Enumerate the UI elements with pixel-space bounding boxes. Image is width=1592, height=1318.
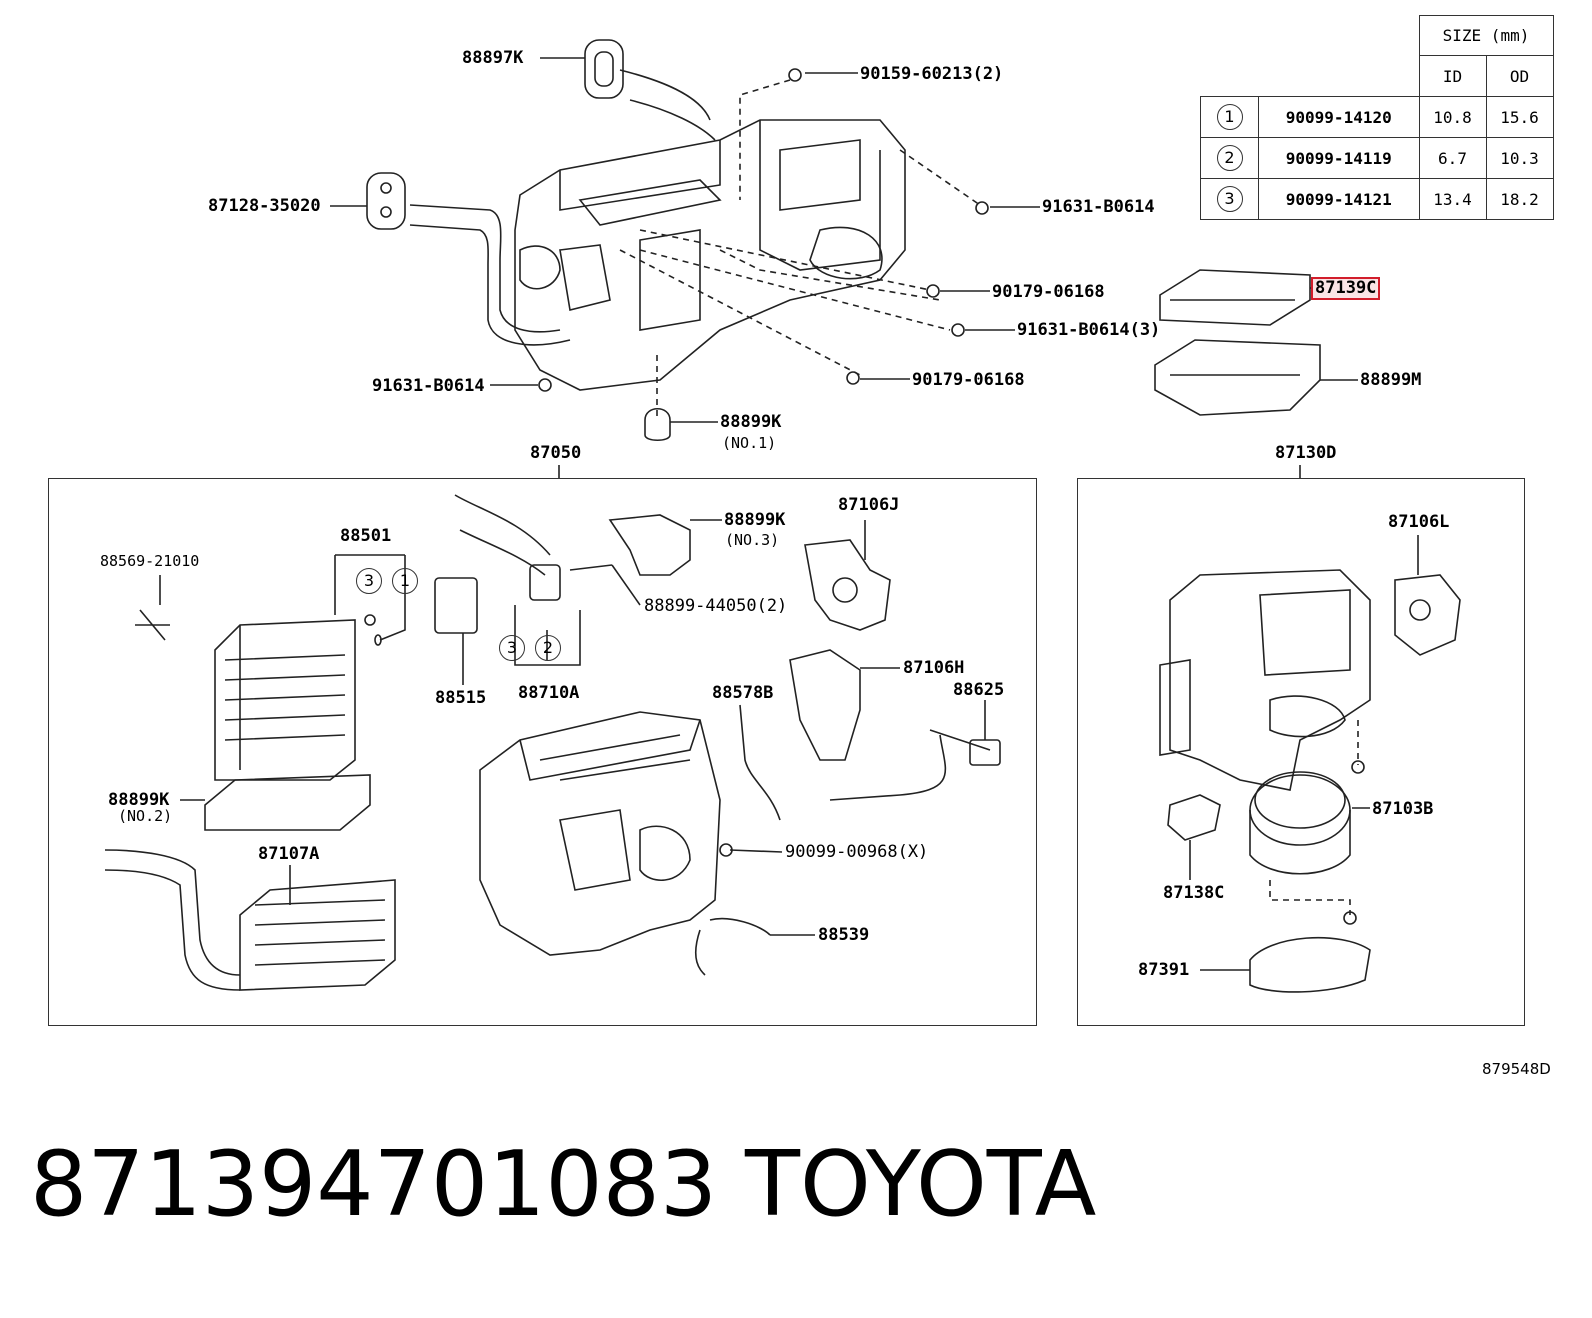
part-label-88578B[interactable]: 88578B xyxy=(712,683,774,703)
part-label-87139C-highlighted[interactable]: 87139C xyxy=(1310,277,1381,300)
part-label-87128-35020[interactable]: 87128-35020 xyxy=(208,196,321,216)
part-label-87106L[interactable]: 87106L xyxy=(1388,512,1450,532)
size-row-id: 6.7 xyxy=(1418,137,1487,179)
group-title-87130D[interactable]: 87130D xyxy=(1275,443,1337,463)
top-hvac-assembly xyxy=(409,69,981,420)
part-label-88899M[interactable]: 88899M xyxy=(1360,370,1422,390)
bracket-87106H-shape xyxy=(789,649,900,761)
part-label-88501[interactable]: 88501 xyxy=(340,526,392,546)
mark-circle-2b: 2 xyxy=(535,635,561,661)
part-label-91631-B0614-a[interactable]: 91631-B0614 xyxy=(1042,197,1155,217)
clip-88899K-no3-shape xyxy=(608,514,691,576)
size-col-id: ID xyxy=(1418,55,1487,97)
filter-87139C-shape xyxy=(1159,269,1311,326)
size-table-header: SIZE (mm) xyxy=(1418,15,1554,56)
actuator-87106J-shape xyxy=(804,520,891,631)
part-label-88625[interactable]: 88625 xyxy=(953,680,1005,700)
part-label-87107A[interactable]: 87107A xyxy=(258,844,320,864)
footer-part-number: 871394701083 xyxy=(30,1132,718,1237)
grommet-88897K-shape xyxy=(584,39,624,99)
part-label-87138C[interactable]: 87138C xyxy=(1163,883,1225,903)
fasteners-top xyxy=(538,68,989,442)
size-row-part: 90099-14121 xyxy=(1258,178,1420,220)
mark-circle-1b: 1 xyxy=(392,568,418,594)
size-row-part: 90099-14119 xyxy=(1258,137,1420,179)
part-sublabel-no2: (NO.2) xyxy=(118,807,173,825)
size-row: 3 90099-14121 13.4 18.2 xyxy=(1200,178,1554,220)
evaporator-shape xyxy=(214,619,356,781)
group-title-87050[interactable]: 87050 xyxy=(530,443,582,463)
size-col-od: OD xyxy=(1485,55,1554,97)
box-87130D xyxy=(1077,478,1525,1026)
box-87050 xyxy=(48,478,1037,1026)
part-label-88710A[interactable]: 88710A xyxy=(518,683,580,703)
expansion-valve-shape xyxy=(434,577,478,685)
part-label-87106J[interactable]: 87106J xyxy=(838,495,900,515)
part-label-88899K-no3[interactable]: 88899K xyxy=(724,510,786,530)
size-row-od: 10.3 xyxy=(1485,137,1554,179)
foam-seal-88899K-no2-shape xyxy=(204,774,371,831)
filter-holder-88899M-shape xyxy=(1154,339,1321,416)
part-label-88899K-no2[interactable]: 88899K xyxy=(108,790,170,810)
part-label-91631-B0614-c[interactable]: 91631-B0614 xyxy=(372,376,485,396)
part-label-91631-B0614-3[interactable]: 91631-B0614(3) xyxy=(1017,320,1161,340)
mark-circle-3a: 3 xyxy=(356,568,382,594)
part-label-90179-06168-a[interactable]: 90179-06168 xyxy=(992,282,1105,302)
part-label-88897K[interactable]: 88897K xyxy=(462,48,524,68)
mark-circle-3: 3 xyxy=(1216,186,1243,212)
size-row: 2 90099-14119 6.7 10.3 xyxy=(1200,137,1554,179)
part-label-90179-06168-b[interactable]: 90179-06168 xyxy=(912,370,1025,390)
size-row: 1 90099-14120 10.8 15.6 xyxy=(1200,96,1554,138)
part-label-88899K-no1[interactable]: 88899K xyxy=(720,412,782,432)
footer-brand: TOYOTA xyxy=(745,1132,1097,1237)
part-label-90159-60213[interactable]: 90159-60213(2) xyxy=(860,64,1004,84)
part-label-87391[interactable]: 87391 xyxy=(1138,960,1190,980)
part-label-88569-21010[interactable]: 88569-21010 xyxy=(100,552,200,570)
grommet-87128-shape xyxy=(366,172,406,230)
mark-circle-2: 2 xyxy=(1216,145,1243,171)
resistor-87138C-shape xyxy=(1167,794,1221,880)
blower-plate-87391-shape xyxy=(1249,936,1371,993)
size-row-id: 10.8 xyxy=(1418,96,1487,138)
part-sublabel-no3: (NO.3) xyxy=(725,531,780,549)
size-row-od: 15.6 xyxy=(1485,96,1554,138)
part-label-88515[interactable]: 88515 xyxy=(435,688,487,708)
blower-motor-87103B-shape xyxy=(1249,771,1351,875)
size-row-id: 13.4 xyxy=(1418,178,1487,220)
part-label-87103B[interactable]: 87103B xyxy=(1372,799,1434,819)
mark-circle-1: 1 xyxy=(1216,104,1243,130)
size-table: SIZE (mm) ID OD 1 90099-14120 10.8 15.6 … xyxy=(1200,15,1554,220)
blower-housing-shape xyxy=(1159,569,1371,791)
part-label-87106H[interactable]: 87106H xyxy=(903,658,965,678)
diagram-reference-code: 879548D xyxy=(1482,1060,1551,1078)
size-row-part: 90099-14120 xyxy=(1258,96,1420,138)
part-label-88539[interactable]: 88539 xyxy=(818,925,870,945)
mark-circle-3b: 3 xyxy=(499,635,525,661)
actuator-87106L-shape xyxy=(1394,535,1461,656)
size-row-od: 18.2 xyxy=(1485,178,1554,220)
part-label-88899-44050[interactable]: 88899-44050(2) xyxy=(644,596,788,616)
part-label-90099-00968[interactable]: 90099-00968(X) xyxy=(785,842,929,862)
housing-87050-shape xyxy=(479,711,721,956)
part-sublabel-no1: (NO.1) xyxy=(722,434,777,452)
